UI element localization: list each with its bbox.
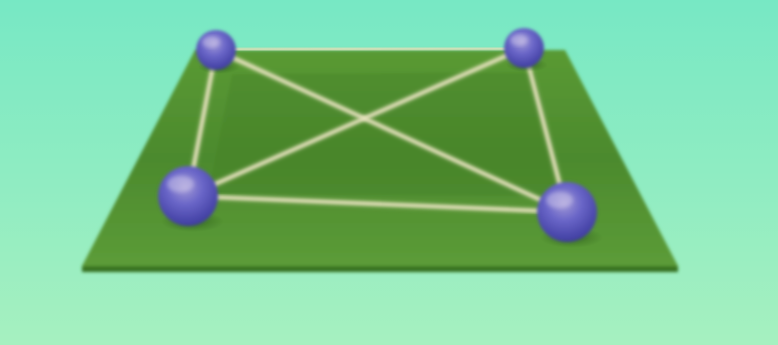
board-edge [82, 266, 678, 272]
node-sphere[interactable] [196, 30, 236, 70]
node-sphere[interactable] [504, 28, 544, 68]
node-sphere[interactable] [158, 166, 218, 226]
node-highlight [202, 36, 220, 47]
node-sphere[interactable] [537, 182, 597, 242]
node-highlight [510, 34, 528, 45]
node-highlight [167, 176, 194, 193]
board-inner-shade [208, 72, 562, 196]
edge-back-left-back-right[interactable] [216, 48, 524, 50]
node-highlight [546, 192, 573, 209]
